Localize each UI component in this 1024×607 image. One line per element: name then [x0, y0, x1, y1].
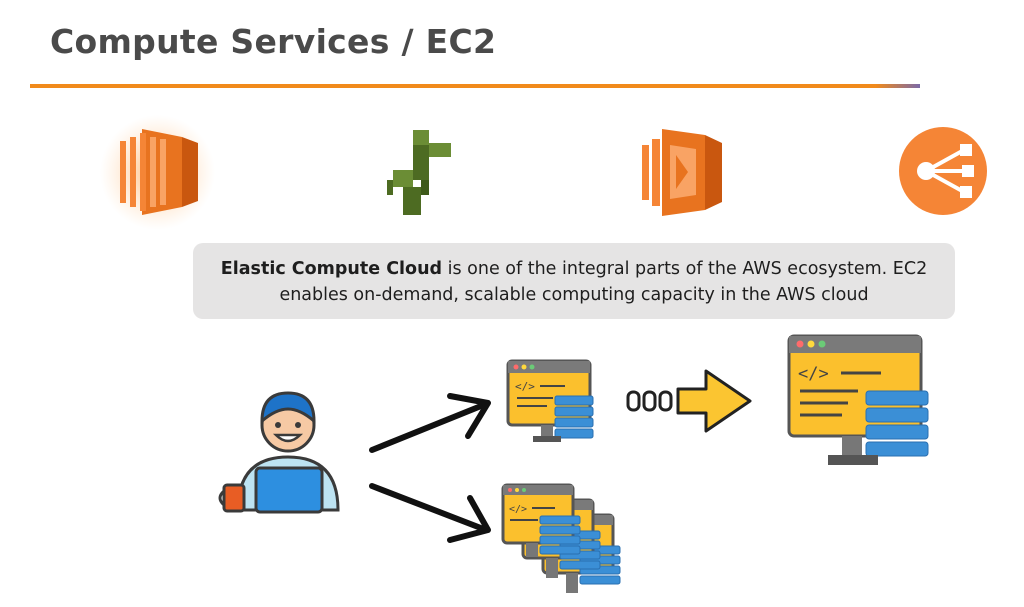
- slide-title: Compute Services / EC2: [50, 22, 497, 61]
- caption-bold: Elastic Compute Cloud: [220, 259, 443, 279]
- svg-text:</>: </>: [509, 504, 527, 515]
- caption-line-2: enables on-demand, scalable computing ca…: [279, 285, 869, 305]
- large-server-icon: </>: [787, 334, 929, 465]
- svg-text:</>: </>: [798, 364, 829, 384]
- arrow-to-server-cluster: [369, 483, 491, 543]
- caption-line-1-rest: is one of the integral parts of the AWS …: [442, 259, 928, 279]
- scale-up-arrow: [626, 369, 752, 433]
- svg-text:</>: </>: [515, 380, 535, 393]
- lambda-icon: [642, 129, 722, 216]
- user-with-laptop-illustration: [218, 391, 340, 514]
- small-server-icon: </>: [506, 359, 594, 442]
- server-cluster-icon: </>: [501, 483, 621, 593]
- caption-line-1: Elastic Compute Cloud is one of the inte…: [193, 256, 955, 282]
- title-underline: [30, 84, 920, 88]
- ec2-icon: [100, 115, 215, 230]
- cluster-server-front: </>: [501, 483, 581, 557]
- elastic-load-balancing-icon: [899, 127, 987, 215]
- elastic-beanstalk-icon: [387, 130, 451, 215]
- caption-box: [193, 243, 955, 319]
- caption-text: Elastic Compute Cloud is one of the inte…: [193, 256, 955, 308]
- arrow-to-single-server: [369, 393, 491, 453]
